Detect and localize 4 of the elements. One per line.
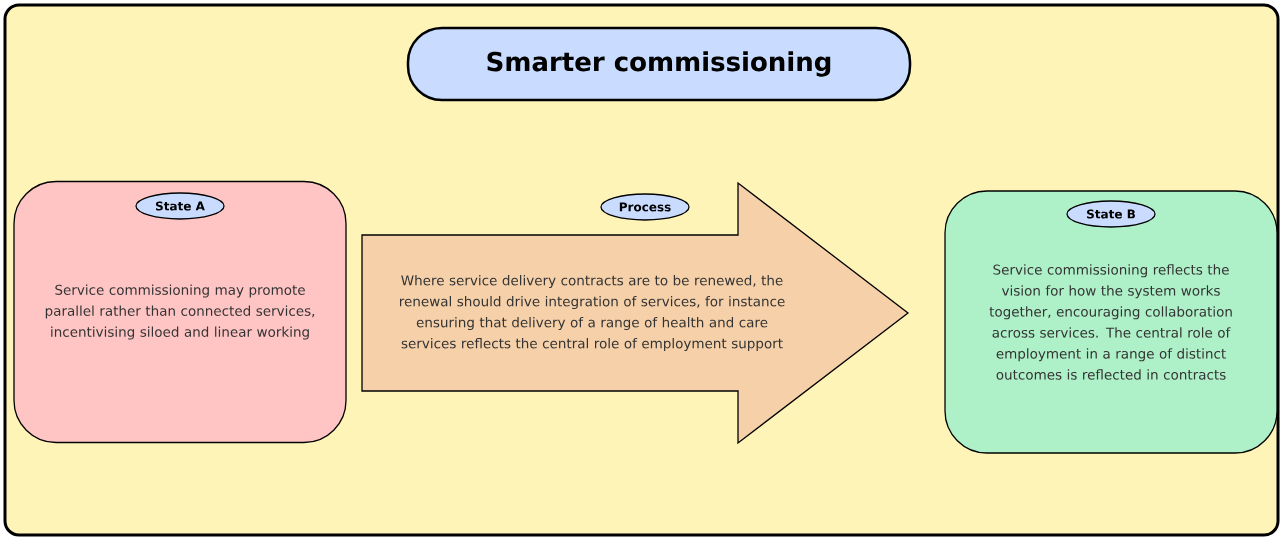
label-pill: Process bbox=[600, 193, 690, 221]
label-pill: State A bbox=[135, 192, 225, 220]
label-pill: State B bbox=[1066, 200, 1156, 228]
title-pill: Smarter commissioning bbox=[406, 26, 912, 102]
